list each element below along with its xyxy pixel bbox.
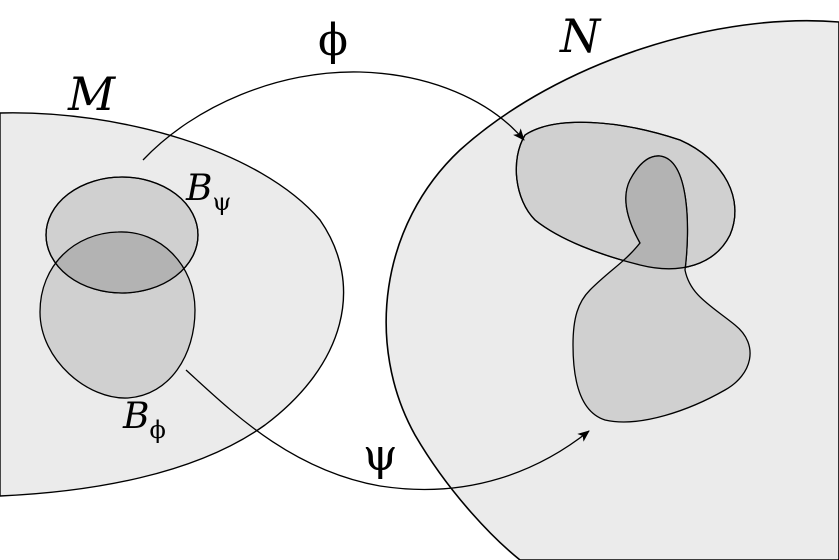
arrow-psi [185,369,590,491]
ball-b-psi-outline [45,176,199,294]
label-manifold-m: M [67,67,117,121]
label-ball-b-phi-base: B [122,396,149,437]
label-ball-b-psi-base: B [185,168,212,209]
label-ball-b-psi-sub: ψ [212,188,231,216]
label-manifold-n: N [559,9,602,63]
label-map-phi: ϕ [318,15,348,66]
label-ball-b-phi-sub: ϕ [149,416,165,444]
label-ball-b-phi: Bϕ [122,396,166,444]
arrow-phi [142,71,525,161]
label-ball-b-psi: Bψ [185,168,231,216]
images-overlap [572,155,735,269]
image-upper-blob-outline [515,121,736,270]
label-map-psi: ψ [363,430,398,481]
